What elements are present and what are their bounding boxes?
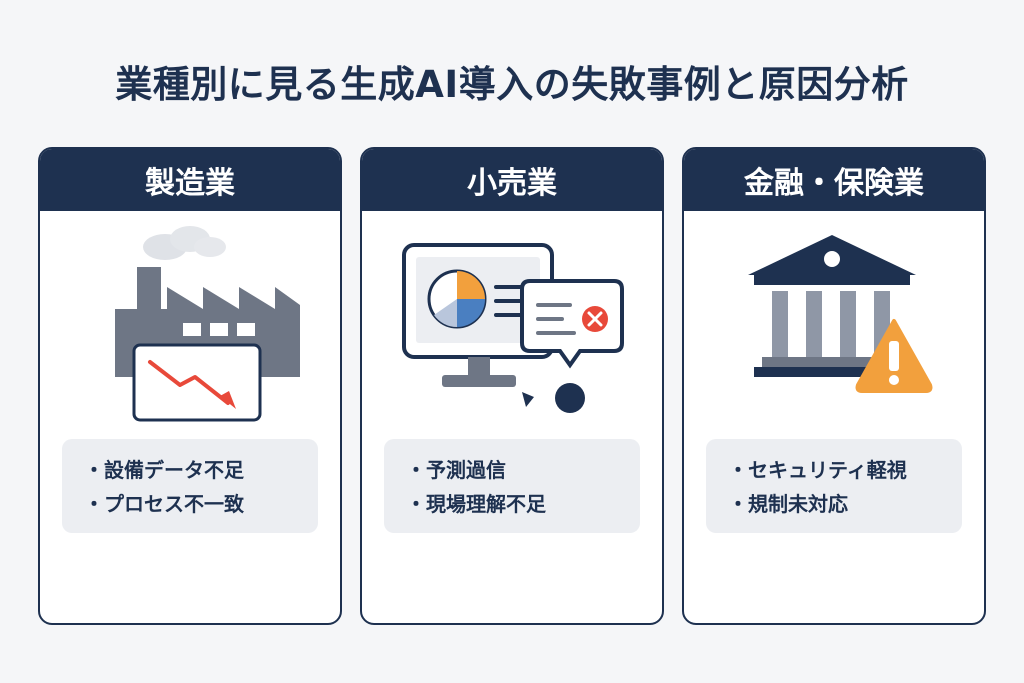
card-header-finance-insurance: 金融・保険業	[684, 149, 984, 211]
cause-box-finance-insurance: セキュリティ軽視 規制未対応	[706, 439, 962, 533]
page-title: 業種別に見る生成AI導入の失敗事例と原因分析	[115, 63, 909, 106]
factory-with-declining-chart-icon	[40, 217, 340, 437]
cause-item: プロセス不一致	[84, 487, 318, 521]
card-manufacturing: 製造業 設備データ不足 プロセス不一致	[38, 147, 342, 625]
cause-item: 現場理解不足	[406, 487, 640, 521]
card-header-retail: 小売業	[362, 149, 662, 211]
card-finance-insurance: 金融・保険業 セキュリティ軽視 規制未対応	[682, 147, 986, 625]
cause-box-retail: 予測過信 現場理解不足	[384, 439, 640, 533]
cause-item: 予測過信	[406, 453, 640, 487]
card-header-manufacturing: 製造業	[40, 149, 340, 211]
cause-item: 設備データ不足	[84, 453, 318, 487]
card-retail: 小売業	[360, 147, 664, 625]
cause-box-manufacturing: 設備データ不足 プロセス不一致	[62, 439, 318, 533]
cause-item: セキュリティ軽視	[728, 453, 962, 487]
cause-item: 規制未対応	[728, 487, 962, 521]
bank-with-warning-icon	[684, 217, 984, 437]
monitor-with-error-bubble-icon	[362, 217, 662, 437]
